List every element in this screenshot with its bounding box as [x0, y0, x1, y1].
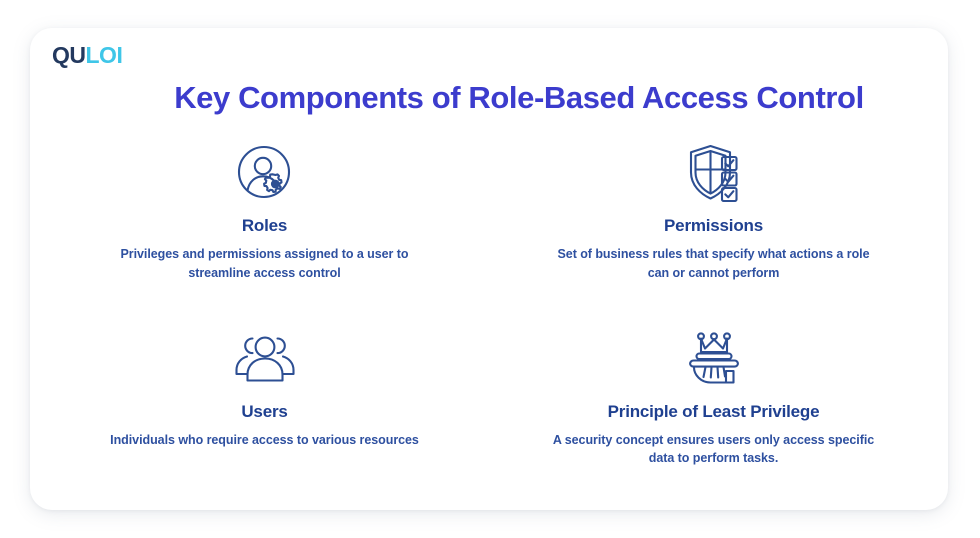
component-description: Privileges and permissions assigned to a… [120, 247, 409, 280]
logo-text-primary: QU [52, 42, 86, 68]
shield-checklist-icon [678, 140, 750, 206]
component-principle-of-least-privilege: Principle of Least Privilege A security … [507, 326, 920, 468]
component-description: A security concept ensures users only ac… [552, 433, 875, 466]
component-description: Individuals who require access to variou… [110, 433, 419, 448]
component-description: Set of business rules that specify what … [557, 247, 870, 280]
infographic-card: QULOI Key Components of Role-Based Acces… [30, 28, 948, 510]
component-roles: Roles Privileges and permissions assigne… [58, 140, 471, 282]
component-permissions: Permissions Set of business rules that s… [507, 140, 920, 282]
component-title: Roles [241, 216, 288, 235]
users-group-icon [229, 326, 301, 392]
logo-text-secondary: LOI [85, 42, 123, 68]
component-title: Permissions [664, 216, 763, 235]
user-gear-icon [229, 140, 301, 206]
component-title: Principle of Least Privilege [607, 401, 820, 421]
component-users: Users Individuals who require access to … [58, 326, 471, 468]
components-grid: Roles Privileges and permissions assigne… [58, 140, 920, 467]
quloi-logo: QULOI [52, 42, 123, 68]
hand-crown-icon [678, 326, 750, 392]
page-title: Key Components of Role-Based Access Cont… [174, 80, 864, 115]
component-title: Users [241, 401, 288, 421]
